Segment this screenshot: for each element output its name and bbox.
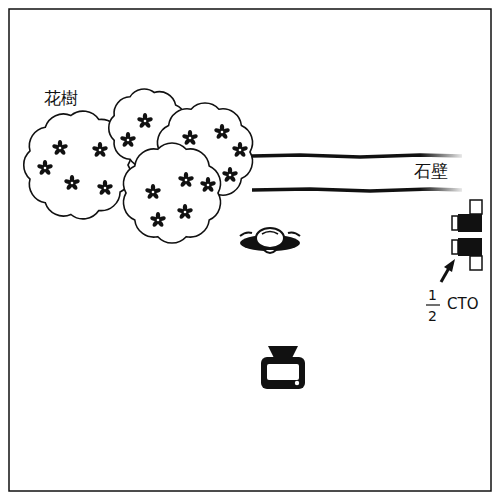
blossom-flower [37,160,54,176]
blossom-flower [232,142,249,158]
fraction-bar [426,304,440,305]
blossom-flower [64,175,81,191]
blossom-flower [214,124,231,140]
blossom-flower [150,212,167,228]
fraction-denominator: 2 [428,309,437,323]
blossom-flower [52,140,69,156]
blossom-flower [178,172,195,188]
wall-label: 石壁 [414,163,448,180]
blossom-flower [222,167,239,183]
blossom-flower [182,130,199,146]
blossom-flower [120,132,137,148]
camera [261,346,305,389]
gel-label: CTO [447,297,478,312]
blossom-flower [145,184,162,200]
gel-pointer-arrow [441,259,455,282]
tree-label: 花樹 [44,90,78,107]
fraction-numerator: 1 [428,288,437,302]
subject-person [240,228,300,253]
blossom-cloud [123,143,220,243]
blossom-flower [137,113,154,129]
flash-lights [452,200,482,270]
frame-border [9,9,491,491]
blossom-flower [97,180,114,196]
stone-wall [252,155,462,191]
blossom-flower [177,204,194,220]
blossom-flower [200,177,217,193]
blossom-flower [92,142,109,158]
blossom-tree [24,89,253,243]
